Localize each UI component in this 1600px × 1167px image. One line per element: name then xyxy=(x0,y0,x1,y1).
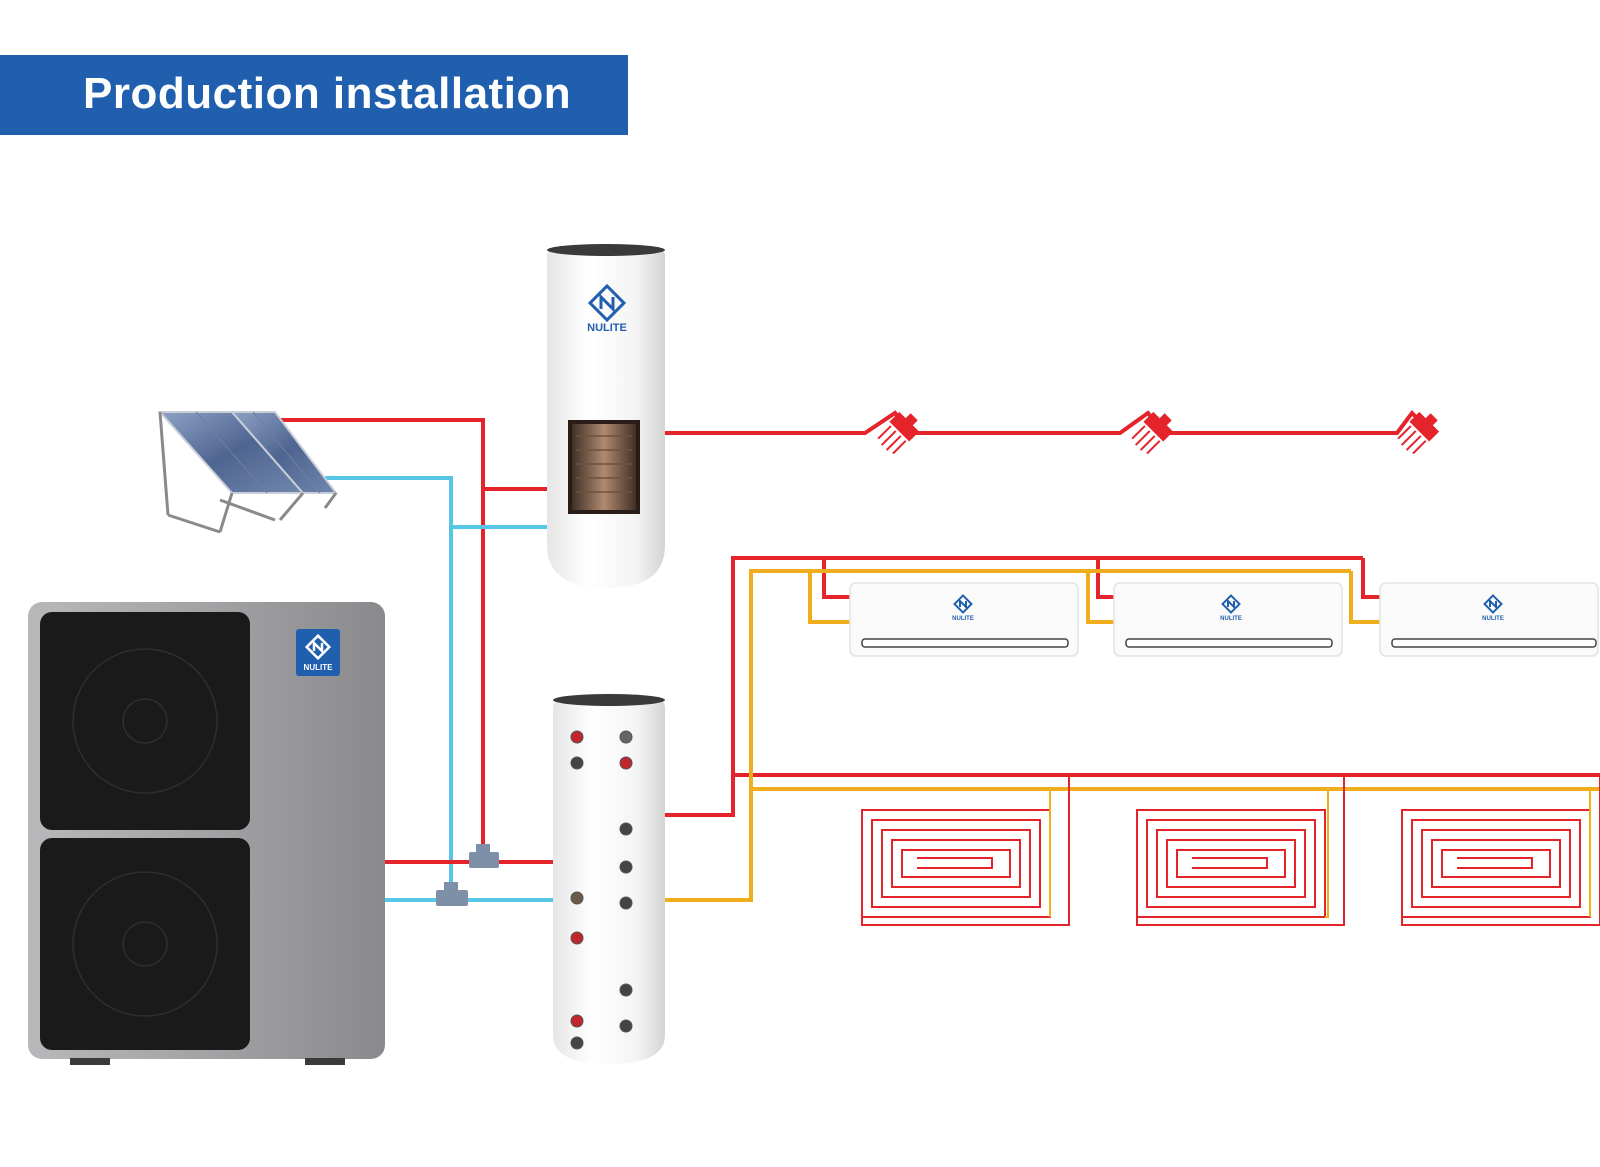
wall-ac-icon: NULITE xyxy=(1379,582,1599,657)
shower-head-icon xyxy=(877,411,920,455)
svg-text:NULITE: NULITE xyxy=(952,616,974,622)
fancoil-2-supply xyxy=(1096,558,1114,599)
solar-cold-pipe xyxy=(325,476,453,900)
title-banner: Production installation xyxy=(0,55,628,135)
fancoil-1-supply xyxy=(822,558,850,599)
fancoil-3-return xyxy=(1349,571,1380,624)
tee-fitting-hot-stem xyxy=(476,844,490,854)
shower-hot-pipe xyxy=(665,409,1427,435)
fancoil-3-supply xyxy=(1361,558,1380,599)
svg-text:NULITE: NULITE xyxy=(1482,616,1504,622)
solar-hot-pipe xyxy=(278,418,485,862)
water-tank-icon: NULITE xyxy=(547,244,665,588)
tee-fitting-hot xyxy=(469,852,499,868)
solar-panel-icon xyxy=(157,411,339,534)
wall-ac-icon: NULITE xyxy=(849,582,1079,657)
buffer-tank-icon xyxy=(553,693,665,1064)
page-title: Production installation xyxy=(83,69,572,118)
svg-text:NULITE: NULITE xyxy=(587,322,627,334)
pipe-network xyxy=(278,409,1600,902)
fancoil-2-return xyxy=(1086,571,1114,624)
heating-supply-pipe xyxy=(665,556,1363,817)
floor-heating-icon xyxy=(861,775,1070,926)
tee-fitting-cold-stem xyxy=(444,882,458,892)
fancoil-1-return xyxy=(808,571,850,624)
floor-heating-loops xyxy=(861,775,1600,926)
pipe-fittings xyxy=(436,844,499,906)
svg-text:NULITE: NULITE xyxy=(304,663,334,672)
floor-heating-icon xyxy=(1136,775,1345,926)
heat-pump-icon: NULITE xyxy=(28,602,385,1065)
svg-text:NULITE: NULITE xyxy=(1220,616,1242,622)
tank-logo xyxy=(587,283,627,323)
wall-ac-icon: NULITE xyxy=(1113,582,1343,657)
shower-head-icon xyxy=(1131,411,1174,455)
floor-heating-icon xyxy=(1401,775,1600,926)
heating-return-pipe xyxy=(665,569,1351,902)
tee-fitting-cold xyxy=(436,890,468,906)
tank-ports xyxy=(570,730,633,1050)
shower-head-icon xyxy=(1397,411,1440,455)
